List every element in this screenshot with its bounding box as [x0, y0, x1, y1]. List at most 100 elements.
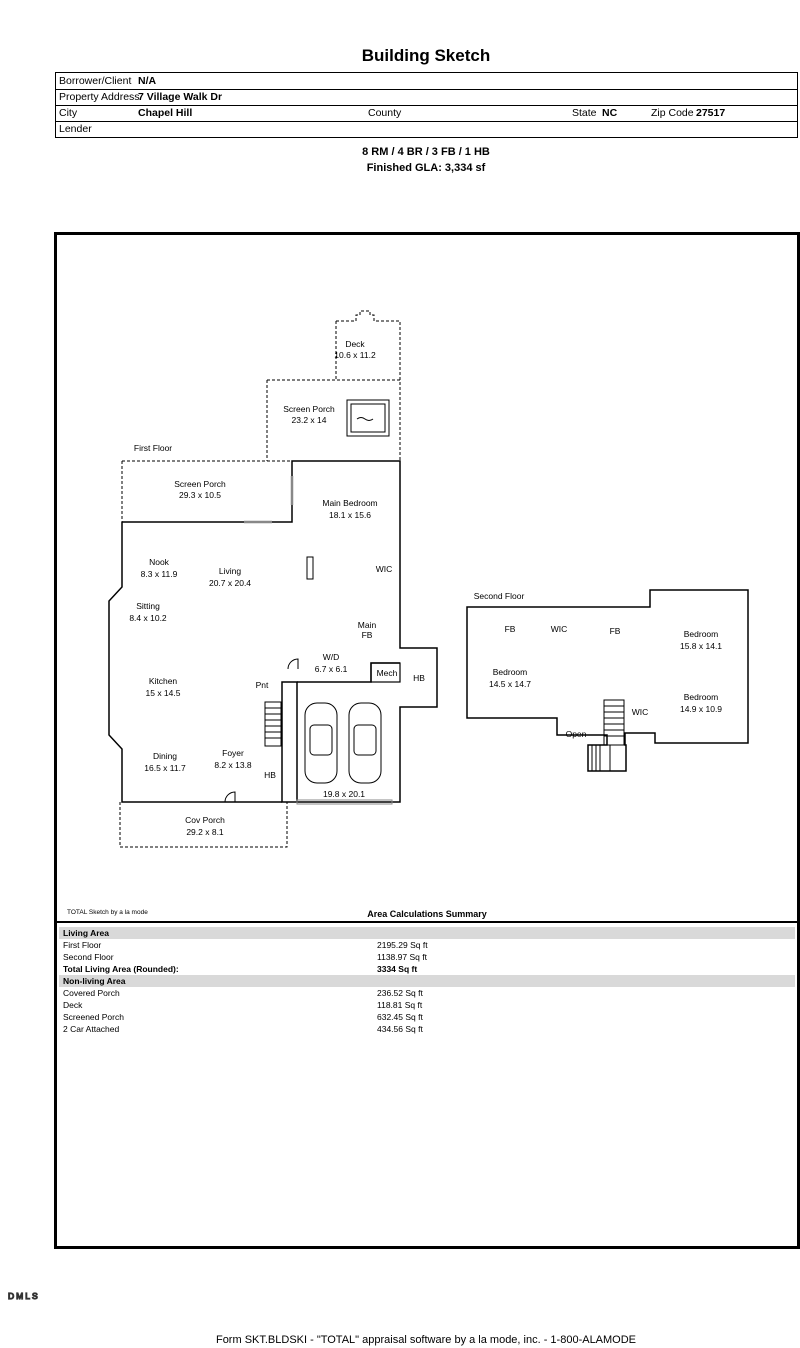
floor-plan-area: Deck 10.6 x 11.2 Screen Porch 23.2 x 14 … [57, 235, 797, 921]
area-calc-row: Living Area [59, 927, 795, 939]
lender-label: Lender [59, 123, 92, 135]
zip-value: 27517 [696, 107, 726, 119]
area-calc-name: Total Living Area (Rounded): [63, 964, 179, 974]
main-fb-label-2: FB [362, 630, 373, 640]
car-icon [304, 702, 338, 784]
deck-dim: 10.6 x 11.2 [334, 350, 376, 360]
open-label: Open [566, 729, 587, 739]
mech-label: Mech [377, 668, 398, 678]
wd-dim: 6.7 x 6.1 [315, 664, 348, 674]
bedroom-dim-1: 15.8 x 14.1 [680, 641, 722, 651]
screen-porch-lower-label: Screen Porch [174, 479, 226, 489]
area-calc-name: Second Floor [63, 952, 114, 962]
kitchen-dim: 15 x 14.5 [146, 688, 181, 698]
borrower-value: N/A [138, 75, 157, 87]
room-summary: 8 RM / 4 BR / 3 FB / 1 HB [362, 146, 490, 158]
state-value: NC [602, 107, 618, 119]
area-calc-row: 2 Car Attached 434.56 Sq ft [59, 1023, 795, 1035]
gla-summary: Finished GLA: 3,334 sf [366, 162, 486, 174]
bedroom-label-2: Bedroom [493, 667, 528, 677]
area-calc-name: 2 Car Attached [63, 1024, 120, 1034]
area-calc-name: Deck [63, 1000, 83, 1010]
screen-porch-lower-dim: 29.3 x 10.5 [179, 490, 221, 500]
sitting-dim: 8.4 x 10.2 [129, 613, 167, 623]
lender-row: Lender [56, 121, 797, 137]
calc-divider [57, 921, 797, 923]
area-calc-value: 118.81 Sq ft [377, 1000, 423, 1010]
area-calc-row: First Floor 2195.29 Sq ft [59, 939, 795, 951]
dining-dim: 16.5 x 11.7 [144, 763, 186, 773]
hot-tub-icon [346, 399, 390, 437]
nook-dim: 8.3 x 11.9 [141, 569, 178, 579]
foyer-label: Foyer [222, 748, 244, 758]
kitchen-label: Kitchen [149, 676, 178, 686]
nook-label: Nook [149, 557, 170, 567]
area-calc-value: 2195.29 Sq ft [377, 940, 428, 950]
bedroom-label-1: Bedroom [684, 629, 719, 639]
zip-label: Zip Code [651, 107, 694, 119]
deck-label: Deck [345, 339, 365, 349]
area-calc-name: Screened Porch [63, 1012, 124, 1022]
borrower-row: Borrower/Client N/A [56, 73, 797, 90]
first-floor-outline [122, 460, 438, 803]
covered-porch-dim: 29.2 x 8.1 [186, 827, 224, 837]
main-bedroom-label: Main Bedroom [322, 498, 377, 508]
sketch-frame: Deck 10.6 x 11.2 Screen Porch 23.2 x 14 … [54, 232, 800, 1249]
area-calc-value: 434.56 Sq ft [377, 1024, 423, 1034]
pantry-label: Pnt [256, 680, 269, 690]
stairs-icon [603, 699, 625, 746]
bedroom-dim-2: 14.5 x 14.7 [489, 679, 531, 689]
address-label: Property Address [59, 91, 140, 103]
area-calc-row: Second Floor 1138.97 Sq ft [59, 951, 795, 963]
stairs-icon [264, 701, 282, 747]
hb-label: HB [413, 673, 425, 683]
area-calc-value: 1138.97 Sq ft [377, 952, 427, 962]
bedroom-label-3: Bedroom [684, 692, 719, 702]
area-calc-name: Covered Porch [63, 988, 120, 998]
second-floor-outline [466, 589, 749, 772]
area-calc-row: Covered Porch 236.52 Sq ft [59, 987, 795, 999]
address-row: Property Address 7 Village Walk Dr [56, 89, 797, 106]
address-value: 7 Village Walk Dr [138, 91, 223, 103]
wic-label-3: WIC [632, 707, 649, 717]
area-calc-value: 236.52 Sq ft [377, 988, 423, 998]
wic-label-2: WIC [551, 624, 568, 634]
state-label: State [572, 107, 597, 119]
footer-text: Form SKT.BLDSKI - "TOTAL" appraisal soft… [215, 1334, 637, 1346]
screen-porch-upper-dim: 23.2 x 14 [292, 415, 327, 425]
floor-plan-drawing: Deck 10.6 x 11.2 Screen Porch 23.2 x 14 … [108, 310, 749, 848]
area-calc-row: Deck 118.81 Sq ft [59, 999, 795, 1011]
first-floor-label: First Floor [134, 443, 172, 453]
city-value: Chapel Hill [138, 107, 193, 119]
wd-label: W/D [323, 652, 340, 662]
area-calc-name: First Floor [63, 940, 102, 950]
borrower-label: Borrower/Client [59, 75, 132, 87]
sketch-credit: TOTAL Sketch by a la mode [67, 909, 148, 916]
hb-label-2: HB [264, 770, 276, 780]
sitting-label: Sitting [136, 601, 160, 611]
city-label: City [59, 107, 78, 119]
area-calc-row: Total Living Area (Rounded):3334 Sq ft [59, 963, 795, 975]
fb-label-a: FB [505, 624, 516, 634]
main-bedroom-dim: 18.1 x 15.6 [329, 510, 371, 520]
covered-porch-label: Cov Porch [185, 815, 225, 825]
dining-label: Dining [153, 751, 177, 761]
fb-label-b: FB [610, 626, 621, 636]
wic-label: WIC [376, 564, 393, 574]
second-floor-label: Second Floor [474, 591, 525, 601]
living-dim: 20.7 x 20.4 [209, 578, 251, 588]
foyer-dim: 8.2 x 13.8 [214, 760, 252, 770]
area-calc-row: Non-living Area [59, 975, 795, 987]
bedroom-dim-3: 14.9 x 10.9 [680, 704, 722, 714]
screen-porch-upper-label: Screen Porch [283, 404, 335, 414]
property-info-box: Borrower/Client N/A Property Address 7 V… [55, 72, 798, 138]
county-label: County [368, 107, 402, 119]
area-calc-title: Area Calculations Summary [367, 909, 487, 919]
svg-text:DMLS: DMLS [8, 1291, 40, 1301]
garage-dim: 19.8 x 20.1 [323, 789, 365, 799]
screen-porch-upper-outline [267, 379, 401, 461]
car-icon [348, 702, 382, 784]
dmls-logo: DMLS [7, 1290, 40, 1301]
